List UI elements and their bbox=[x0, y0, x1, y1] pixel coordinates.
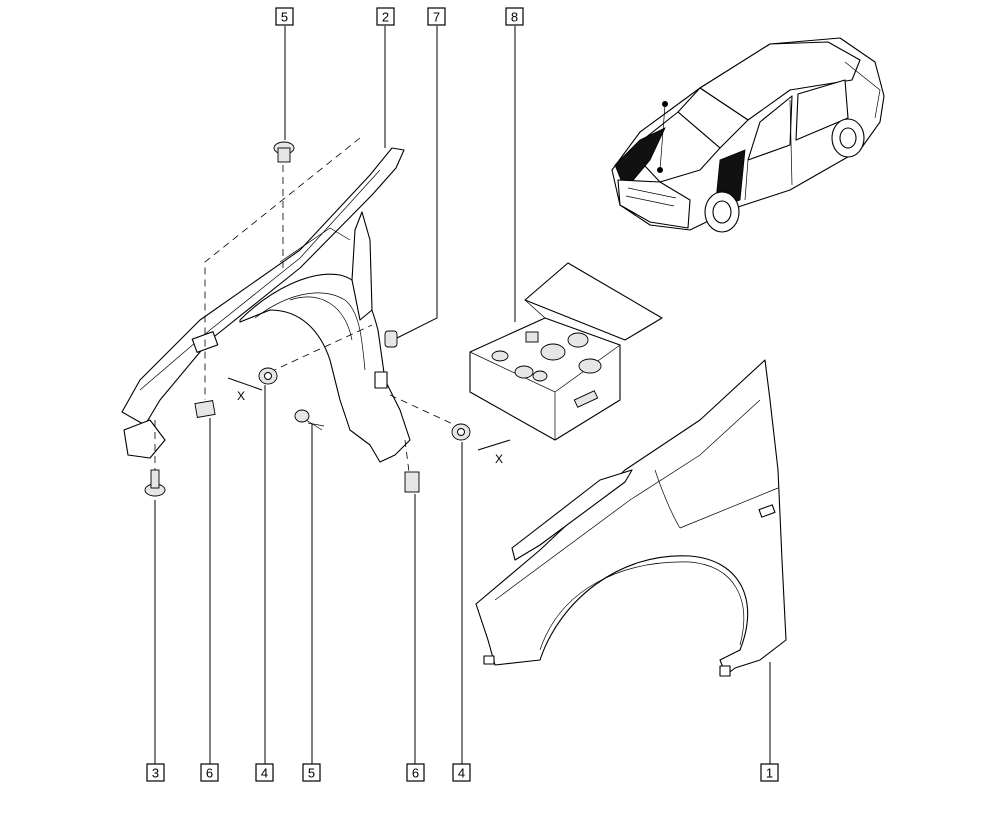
axis-marker-left: X bbox=[227, 377, 263, 403]
callout-top-2: 2 bbox=[376, 7, 395, 26]
callout-bottom-1: 1 bbox=[760, 763, 779, 782]
callout-label: 4 bbox=[458, 766, 465, 781]
callout-label: 5 bbox=[281, 10, 288, 25]
callout-label: 2 bbox=[382, 10, 389, 25]
callout-bottom-6-right: 6 bbox=[406, 763, 425, 782]
axis-label-right: X bbox=[495, 452, 503, 466]
fastener-part-6-left bbox=[194, 400, 216, 418]
callout-top-8: 8 bbox=[505, 7, 524, 26]
vehicle-location-thumbnail bbox=[611, 37, 885, 233]
fastener-kit-box bbox=[469, 262, 663, 441]
axis-marker-right: X bbox=[477, 439, 511, 466]
callout-bottom-4-left: 4 bbox=[255, 763, 274, 782]
assembly-guide-lines bbox=[154, 137, 456, 481]
callout-label: 3 bbox=[152, 766, 159, 781]
callout-label: 6 bbox=[206, 766, 213, 781]
callout-top-5: 5 bbox=[275, 7, 294, 26]
callout-leader-lines bbox=[154, 26, 771, 764]
callout-label: 7 bbox=[433, 10, 440, 25]
fender-bracket-assembly bbox=[121, 147, 411, 463]
axis-label-left: X bbox=[237, 389, 245, 403]
callout-label: 5 bbox=[308, 766, 315, 781]
callout-label: 4 bbox=[261, 766, 268, 781]
fastener-part-7 bbox=[384, 330, 398, 348]
fastener-part-5-bolt bbox=[294, 409, 325, 431]
fastener-part-4-right bbox=[451, 423, 471, 441]
front-fender-panel bbox=[475, 359, 787, 677]
fastener-part-5-top bbox=[273, 141, 295, 163]
callout-bottom-6-left: 6 bbox=[200, 763, 219, 782]
callout-label: 6 bbox=[412, 766, 419, 781]
fastener-part-4-left bbox=[258, 367, 278, 385]
fastener-part-6-right bbox=[404, 471, 420, 493]
callout-top-7: 7 bbox=[427, 7, 446, 26]
callout-bottom-5: 5 bbox=[302, 763, 321, 782]
callout-label: 1 bbox=[766, 766, 773, 781]
callout-label: 8 bbox=[511, 10, 518, 25]
fastener-part-3-screw bbox=[144, 469, 166, 497]
callout-bottom-3: 3 bbox=[146, 763, 165, 782]
callout-bottom-4-right: 4 bbox=[452, 763, 471, 782]
